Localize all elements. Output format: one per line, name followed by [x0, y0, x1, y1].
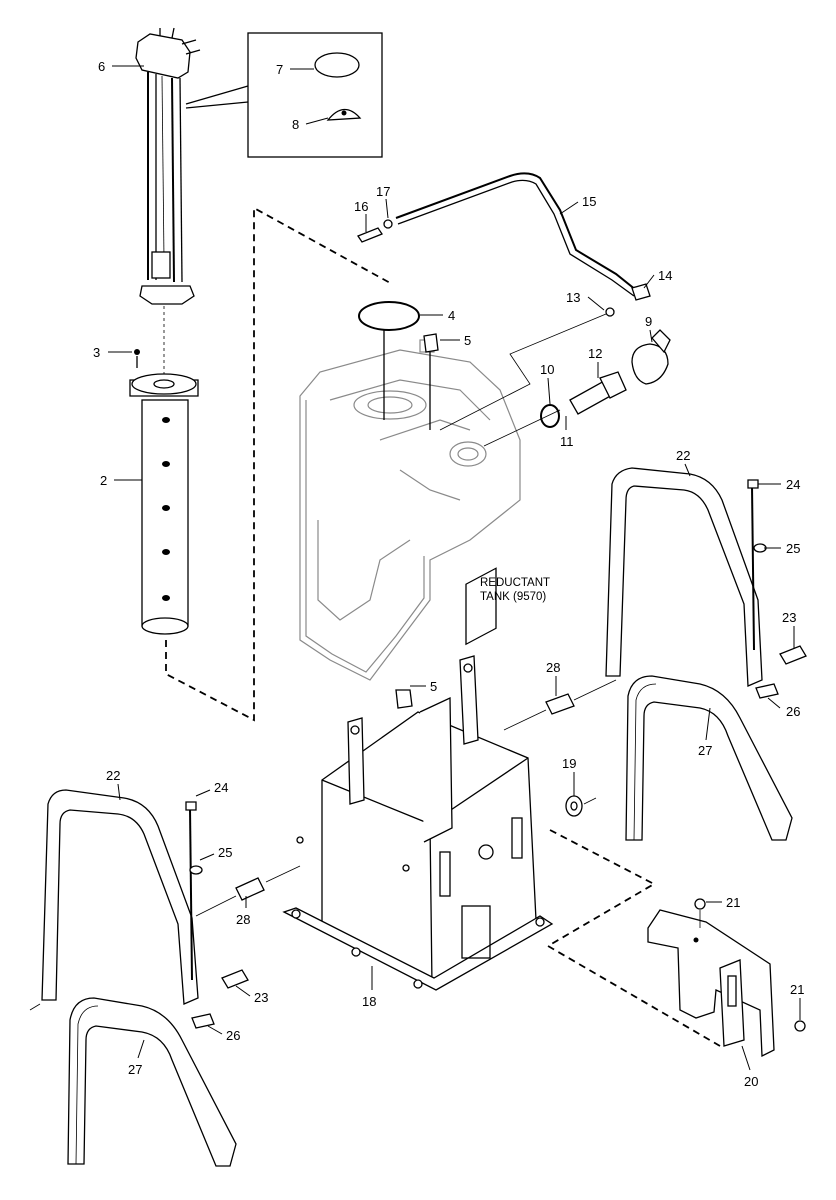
callout-4: 4: [448, 308, 455, 323]
callout-24-left: 24: [214, 780, 228, 795]
part-28-pin-right: [503, 679, 617, 731]
part-15-pipe: [395, 172, 637, 297]
part-19-washer: [565, 795, 597, 817]
part-24-bolt-right: [747, 479, 759, 651]
part-21-bolt-b: [794, 1020, 806, 1032]
callout-22-right: 22: [676, 448, 690, 463]
callout-24-right: 24: [786, 477, 800, 492]
tank-label-line2: TANK (9570): [480, 591, 546, 603]
part-16-fitting: [357, 227, 383, 243]
part-2-sleeve: [129, 349, 199, 635]
part-13-seal: [439, 307, 615, 431]
part-7-o-ring: [314, 52, 360, 78]
callout-23-left: 23: [254, 990, 268, 1005]
callout-25-left: 25: [218, 845, 232, 860]
part-23-pin-left: [221, 969, 249, 989]
callout-20: 20: [744, 1074, 758, 1089]
reductant-tank: [299, 339, 521, 681]
callout-27-right: 27: [698, 743, 712, 758]
part-10-ring: [540, 404, 560, 428]
callout-13: 13: [566, 290, 580, 305]
callout-7: 7: [276, 62, 283, 77]
part-9-cap: [631, 329, 671, 385]
callout-15: 15: [582, 194, 596, 209]
part-27-pad-left: [67, 997, 237, 1167]
callout-28-right: 28: [546, 660, 560, 675]
part-14-connector: [631, 283, 651, 301]
callout-6: 6: [98, 59, 105, 74]
callout-17: 17: [376, 184, 390, 199]
callout-26-right: 26: [786, 704, 800, 719]
part-11-strainer: [483, 409, 561, 447]
part-4-o-ring: [358, 301, 420, 420]
part-6-sender-unit: [135, 27, 201, 380]
leader-lines: [108, 65, 801, 1071]
callout-21-bottom: 21: [790, 982, 804, 997]
part-22-strap-left: [41, 789, 199, 1005]
callout-8: 8: [292, 117, 299, 132]
callout-27-left: 27: [128, 1062, 142, 1077]
callout-2: 2: [100, 473, 107, 488]
part-17-clip: [383, 219, 393, 229]
callout-23-right: 23: [782, 610, 796, 625]
part-23-pin-right: [779, 645, 807, 665]
callout-26-left: 26: [226, 1028, 240, 1043]
callout-3: 3: [93, 345, 100, 360]
callout-21-top: 21: [726, 895, 740, 910]
callout-28-left: 28: [236, 912, 250, 927]
callout-25-right: 25: [786, 541, 800, 556]
part-21-bolt-a: [694, 898, 706, 928]
callout-11: 11: [560, 434, 574, 449]
part-24-bolt-left: [185, 801, 197, 981]
part-5-plug-bottom: [395, 689, 413, 709]
part-22-strap-right: [605, 467, 763, 687]
part-20-plate: [647, 909, 775, 1058]
part-18-bracket: [282, 567, 554, 991]
callout-5-top: 5: [464, 333, 471, 348]
part-25-washer-left: [189, 865, 203, 875]
part-28-pin-left: [195, 865, 301, 917]
part-27-pad-right: [625, 675, 793, 841]
part-26-clip-left: [191, 1013, 215, 1029]
callout-22-left: 22: [106, 768, 120, 783]
part-26-clip-right: [755, 683, 779, 699]
tank-label-line1: REDUCTANT: [480, 577, 550, 589]
part-5-plug-top: [423, 333, 439, 430]
part-12-filler-neck: [569, 371, 627, 415]
callout-5-bottom: 5: [430, 679, 437, 694]
callout-9: 9: [645, 314, 652, 329]
callout-14: 14: [658, 268, 672, 283]
callout-18: 18: [362, 994, 376, 1009]
inset-box: [185, 32, 383, 158]
callout-16: 16: [354, 199, 368, 214]
callout-12: 12: [588, 346, 602, 361]
callout-10: 10: [540, 362, 554, 377]
callout-19: 19: [562, 756, 576, 771]
